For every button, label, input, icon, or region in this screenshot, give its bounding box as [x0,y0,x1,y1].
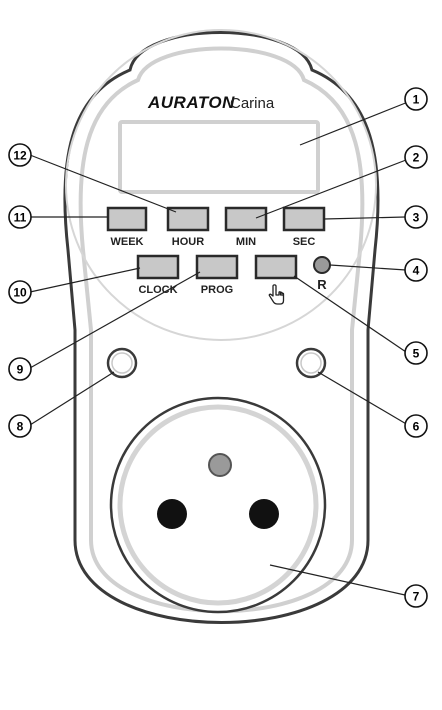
leader-1 [299,101,409,146]
sec-button[interactable] [282,206,326,232]
prog-button[interactable] [195,254,239,280]
min-button[interactable] [224,206,268,232]
hour-label: HOUR [172,236,204,248]
leader-4 [329,264,407,271]
reset-button[interactable] [313,256,331,274]
brand-name: AURATON [147,93,235,112]
callout-11: 11 [8,205,32,229]
clock-label: CLOCK [138,284,177,296]
left-indicator-inner [111,352,133,374]
prog-label: PROG [201,284,233,296]
clock-button[interactable] [136,254,180,280]
svg-text:6: 6 [413,420,420,434]
callout-3: 3 [404,205,428,229]
callout-10: 10 [8,280,32,304]
svg-text:1: 1 [413,93,420,107]
svg-text:8: 8 [17,420,24,434]
lcd-display [118,120,320,194]
hand-pointer-icon [268,284,285,305]
leader-7 [269,564,406,596]
callout-5: 5 [404,341,428,365]
callout-8: 8 [8,414,32,438]
leader-10 [29,267,141,293]
leader-2 [255,159,407,219]
week-label: WEEK [111,236,144,248]
control-face [65,29,377,341]
reset-label: R [317,277,327,292]
sec-label: SEC [293,236,316,248]
callout-1: 1 [404,87,428,111]
svg-text:5: 5 [413,347,420,361]
svg-text:3: 3 [413,211,420,225]
right-indicator-inner [300,352,322,374]
earth-pin [208,453,232,477]
socket-inner-ring [117,404,319,606]
leader-5 [293,275,407,353]
leader-8 [29,371,115,426]
svg-text:12: 12 [13,149,27,163]
callout-6: 6 [404,414,428,438]
socket-outer-ring [109,396,327,614]
callout-9: 9 [8,357,32,381]
svg-text:9: 9 [17,363,24,377]
min-label: MIN [236,236,256,248]
leader-12 [29,154,177,213]
svg-text:7: 7 [413,590,420,604]
socket-hole-left [157,499,187,529]
svg-text:2: 2 [413,151,420,165]
svg-text:4: 4 [413,264,420,278]
svg-text:10: 10 [13,286,27,300]
callout-12: 12 [8,143,32,167]
leader-6 [317,371,409,426]
hour-button[interactable] [166,206,210,232]
socket-hole-right [249,499,279,529]
callout-2: 2 [404,145,428,169]
brand-model: Carina [230,95,275,112]
leader-3 [323,216,406,220]
callout-7: 7 [404,584,428,608]
leader-9 [29,271,201,369]
manual-button[interactable] [254,254,298,280]
week-button[interactable] [106,206,148,232]
svg-text:11: 11 [14,211,27,225]
callout-4: 4 [404,258,428,282]
